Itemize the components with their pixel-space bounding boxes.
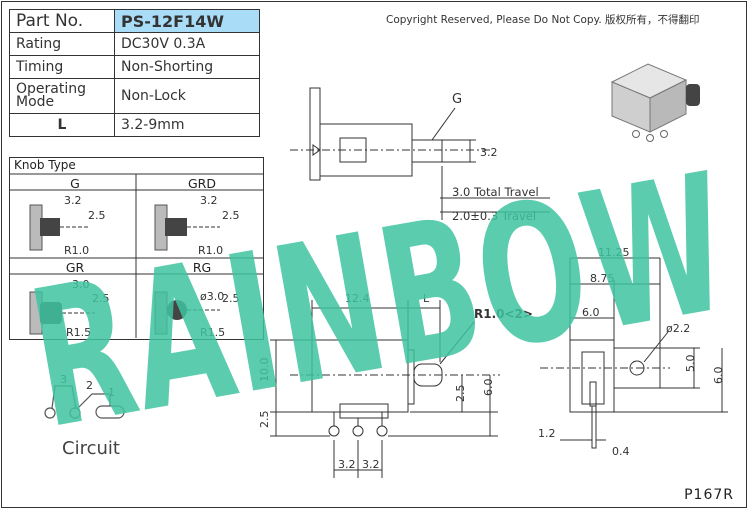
front-dim-length: 12.4	[345, 292, 370, 305]
circuit-pin-3: 3	[60, 373, 67, 386]
knob-g-dim-d: 2.5	[88, 209, 106, 222]
operating-mode-label: Operating Mode	[9, 78, 115, 114]
knob-g-label: G	[70, 176, 80, 191]
timing-value: Non-Shorting	[114, 55, 260, 79]
knob-gr-dim-r: R1.5	[66, 326, 91, 339]
circuit-label: Circuit	[62, 438, 120, 459]
front-dim-l: L	[423, 292, 430, 305]
product-3d-render	[610, 63, 700, 142]
knob-gr-figure: 3.0 2.5 R1.5	[29, 278, 110, 339]
rating-label: Rating	[9, 32, 115, 56]
front-dim-2-5-left: 2.5	[258, 411, 271, 429]
side-dim-5-0: 5.0	[684, 355, 697, 373]
front-dim-height: 10.0	[258, 358, 271, 383]
front-dim-6-0: 6.0	[482, 379, 495, 397]
timing-label: Timing	[9, 55, 115, 79]
knob-rg-figure: ø3.0 2.5 R1.5	[154, 290, 240, 339]
length-label: L	[9, 113, 115, 137]
knob-g-dim-w: 3.2	[64, 194, 82, 207]
copyright-notice: Copyright Reserved, Please Do Not Copy. …	[386, 14, 700, 26]
operating-travel-label: 2.0±0.3 Travel	[452, 209, 536, 223]
front-dim-pitch-2: 3.2	[362, 458, 380, 471]
top-view-drawing	[290, 87, 550, 220]
knob-grd-dim-r: R1.0	[198, 244, 223, 257]
side-dim-6-0-vertical: 6.0	[712, 367, 725, 385]
knob-gr-label: GR	[65, 260, 85, 275]
knob-gr-dim-w: 3.0	[72, 278, 90, 291]
knob-rg-label: RG	[192, 260, 212, 275]
length-value: 3.2-9mm	[114, 113, 260, 137]
knob-grd-figure: 3.2 2.5 R1.0	[154, 194, 240, 257]
side-view-drawing	[540, 257, 728, 449]
knob-rg-dim-d: 2.5	[222, 292, 240, 305]
knob-grd-dim-d: 2.5	[222, 209, 240, 222]
knob-type-title: Knob Type	[14, 158, 76, 172]
knob-rg-dim-w: ø3.0	[200, 290, 224, 303]
side-dim-11-25: 11.25	[598, 246, 630, 259]
side-dim-6-0: 6.0	[582, 306, 600, 319]
side-dim-1-2: 1.2	[538, 427, 556, 440]
spec-table: Part No. PS-12F14W Rating DC30V 0.3A Tim…	[9, 9, 260, 137]
side-dim-8-75: 8.75	[590, 272, 615, 285]
top-view-knob-label: G	[452, 92, 462, 107]
knob-rg-dim-r: R1.5	[200, 326, 225, 339]
page-code: P167R	[684, 487, 734, 503]
front-dim-pitch-1: 3.2	[338, 458, 356, 471]
knob-grd-label: GRD	[188, 176, 216, 191]
part-number: PS-12F14W	[114, 9, 260, 33]
circuit-pin-2: 2	[86, 379, 93, 392]
knob-g-figure: 3.2 2.5 R1.0	[29, 194, 106, 257]
knob-gr-dim-d: 2.5	[92, 292, 110, 305]
front-dim-2-5-right: 2.5	[454, 385, 467, 403]
knob-grd-dim-w: 3.2	[200, 194, 218, 207]
side-dim-hole: ø2.2	[666, 322, 690, 335]
circuit-pin-1: 1	[108, 386, 115, 399]
knob-g-dim-r: R1.0	[64, 244, 89, 257]
side-dim-0-4: 0.4	[612, 445, 630, 458]
front-view-drawing	[270, 300, 500, 478]
front-dim-radius: R1.0<2>	[474, 307, 533, 321]
total-travel-label: 3.0 Total Travel	[452, 185, 539, 199]
circuit-symbol	[44, 385, 125, 419]
top-view-dim: 3.2	[480, 146, 498, 159]
knob-type-table: Knob Type G GRD GR RG	[9, 157, 264, 340]
